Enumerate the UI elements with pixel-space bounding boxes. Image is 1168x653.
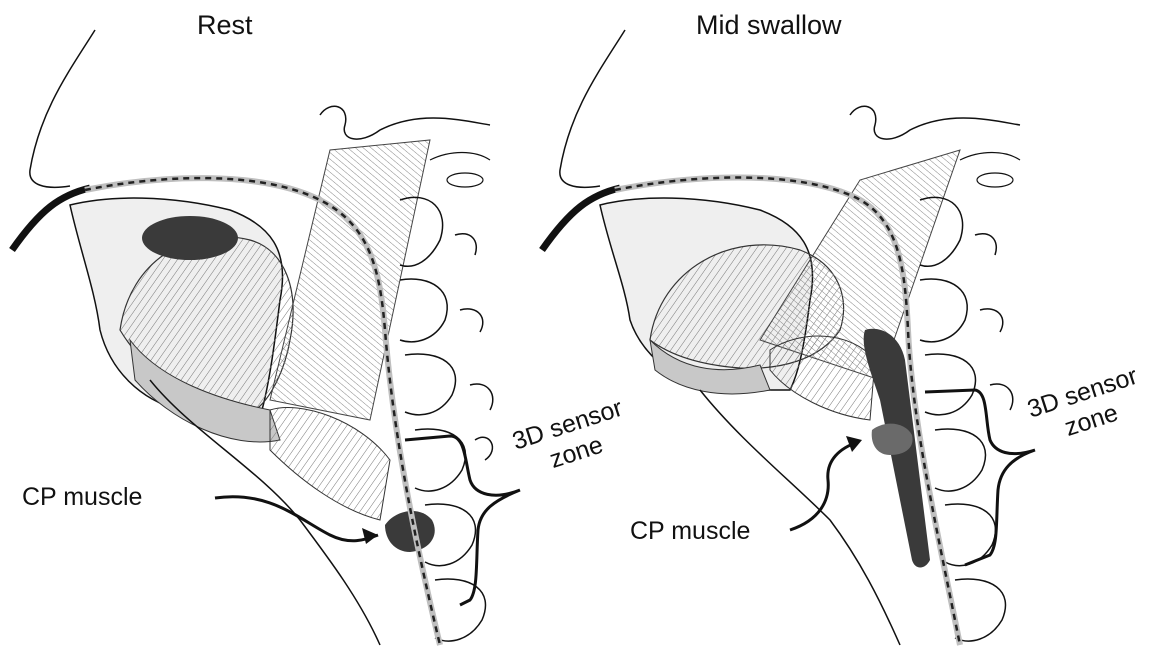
- rest-air-pocket: [142, 216, 238, 260]
- mid-face-profile: [560, 30, 625, 187]
- mid-swallow-panel-drawing: [542, 30, 1035, 645]
- cp-muscle-label-rest: CP muscle: [22, 484, 142, 512]
- rest-panel-drawing: [12, 30, 520, 645]
- rest-pharyngeal-muscles: [270, 140, 430, 420]
- mid-skull: [850, 106, 1020, 139]
- mid-cp-arrow: [790, 442, 858, 530]
- rest-vertebrae: [400, 197, 493, 641]
- rest-larynx: [270, 407, 390, 520]
- cp-muscle-label-mid-swallow: CP muscle: [630, 518, 750, 546]
- mid-vertebrae: [920, 197, 1013, 641]
- rest-skull: [320, 106, 490, 139]
- panel-title-mid-swallow: Mid swallow: [696, 10, 842, 41]
- rest-face-profile: [30, 30, 95, 187]
- panel-title-rest: Rest: [197, 10, 253, 41]
- mid-larynx: [770, 336, 875, 420]
